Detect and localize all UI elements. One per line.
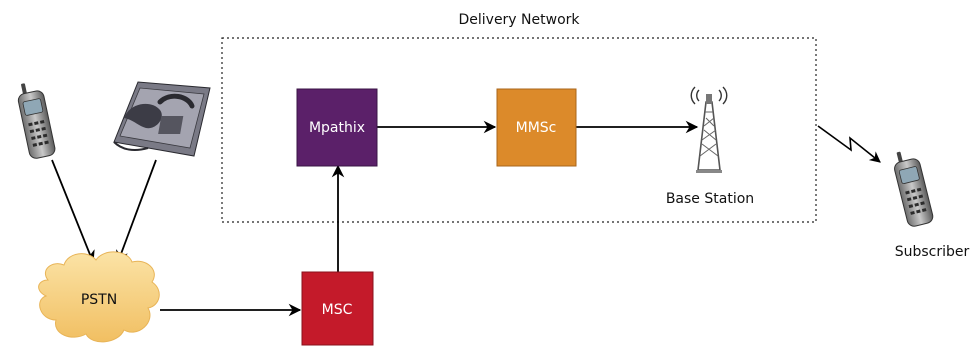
mmsc-label: MMSc [516, 120, 557, 136]
delivery-network-boundary [221, 37, 817, 223]
pstn-label: PSTN [81, 292, 117, 308]
delivery-network-label: Delivery Network [458, 12, 580, 28]
edge-phone-to-pstn [51, 159, 95, 264]
msc-label: MSC [322, 302, 353, 318]
mpathix-label: Mpathix [309, 120, 365, 136]
mmsc-node: MMSc [496, 88, 577, 167]
msc-node: MSC [301, 271, 374, 346]
subscriber-label: Subscriber [895, 244, 970, 260]
mobile-phone-icon [17, 83, 56, 159]
cell-tower-icon [690, 86, 728, 173]
mobile-phone-icon [894, 151, 934, 227]
wireless-link [817, 125, 881, 163]
base-station-label: Base Station [666, 191, 754, 207]
desk-phone-icon [113, 81, 211, 157]
pstn-cloud: PSTN [38, 251, 160, 343]
mpathix-node: Mpathix [296, 88, 378, 167]
edge-deskphone-to-pstn [116, 159, 157, 264]
